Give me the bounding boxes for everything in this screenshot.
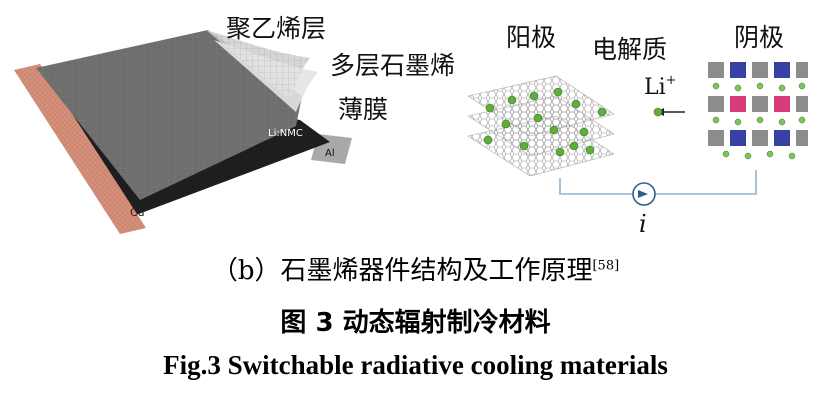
cathode-cell <box>752 96 768 112</box>
li-nmc-label: Li:NMC <box>268 128 303 139</box>
cathode-row-3 <box>708 130 808 146</box>
li-ion-dot <box>501 119 511 129</box>
electrolyte-label: 电解质 <box>592 35 667 64</box>
electrolyte-group: 电解质 Li+ <box>592 35 685 117</box>
al-label: Al <box>325 148 335 159</box>
cathode-cell <box>752 62 768 78</box>
li-ion-dot <box>571 99 581 109</box>
li-ion-label: Li+ <box>644 73 677 100</box>
li-ion-dot <box>579 127 589 137</box>
cathode-li-dot <box>798 82 806 90</box>
sub-caption: （b）石墨烯器件结构及工作原理[58] <box>0 250 831 287</box>
cathode-cell <box>774 62 790 78</box>
cathode-row-2 <box>708 96 808 112</box>
cathode-cell <box>708 62 724 78</box>
li-ion-dots <box>483 87 607 157</box>
cathode-li-dot <box>756 82 764 90</box>
li-ion-dot <box>485 103 495 113</box>
cathode-li-dot <box>766 150 774 158</box>
anode-label: 阳极 <box>506 23 556 52</box>
cathode-li-dot <box>798 116 806 124</box>
cathode-illustration: 阴极 <box>704 23 812 164</box>
multilayer-graphene-label-line1: 多层石墨烯 <box>330 51 455 80</box>
cathode-li-dot <box>712 82 720 90</box>
cathode-li-dot <box>744 152 752 160</box>
cathode-cell <box>796 96 808 112</box>
li-ion-dot <box>507 95 517 105</box>
sub-caption-reference: [58] <box>592 258 620 274</box>
cathode-cell <box>708 130 724 146</box>
cathode-cell <box>774 96 790 112</box>
cathode-cell <box>752 130 768 146</box>
device-stack: Cu Li:NMC Al 聚乙烯层 多层石墨烯 薄膜 <box>14 14 455 234</box>
circuit: i <box>559 170 757 238</box>
li-ion-dot <box>483 135 493 145</box>
anode-sheet-3 <box>467 115 615 177</box>
cathode-li-dot <box>778 84 786 92</box>
cathode-row-1 <box>708 62 808 78</box>
cathode-cell <box>796 130 808 146</box>
cathode-cell <box>796 62 808 78</box>
current-arrow-icon <box>638 190 648 198</box>
cathode-li-dot <box>722 150 730 158</box>
li-ion-dot <box>555 147 565 157</box>
li-ion-dot <box>519 141 529 151</box>
cathode-li-dots <box>712 82 806 160</box>
polyethylene-label: 聚乙烯层 <box>226 14 326 43</box>
cathode-li-dot <box>734 84 742 92</box>
figure-caption-en: Fig.3 Switchable radiative cooling mater… <box>163 350 668 380</box>
sub-caption-text: （b）石墨烯器件结构及工作原理 <box>211 256 593 286</box>
current-label: i <box>639 210 647 238</box>
cathode-li-dot <box>788 152 796 160</box>
li-ion-dot <box>553 87 563 97</box>
li-ion-dot <box>569 141 579 151</box>
li-ion-moving <box>653 107 663 117</box>
circuit-wire <box>559 170 757 195</box>
cathode-label: 阴极 <box>734 23 784 52</box>
graphene-film-grid <box>36 30 302 200</box>
cathode-li-dot <box>778 118 786 126</box>
cathode-cell <box>730 62 746 78</box>
cathode-li-dot <box>712 116 720 124</box>
anode-illustration: 阳极 <box>467 23 615 177</box>
li-ion-dot <box>585 145 595 155</box>
peeled-sheet-grid <box>206 30 310 100</box>
cathode-cell <box>774 130 790 146</box>
figure-caption-zh: 图 3 动态辐射制冷材料 <box>280 308 551 338</box>
multilayer-graphene-label-line2: 薄膜 <box>338 95 388 124</box>
li-ion-dot <box>597 107 607 117</box>
cathode-cell <box>708 96 724 112</box>
cathode-li-dot <box>734 118 742 126</box>
cathode-cell <box>730 130 746 146</box>
cathode-li-dot <box>756 116 764 124</box>
li-ion-dot <box>533 113 543 123</box>
cu-label: Cu <box>130 206 145 219</box>
li-ion-dot <box>549 125 559 135</box>
cathode-cell <box>730 96 746 112</box>
li-ion-dot <box>529 91 539 101</box>
cu-strip-texture <box>14 64 146 234</box>
